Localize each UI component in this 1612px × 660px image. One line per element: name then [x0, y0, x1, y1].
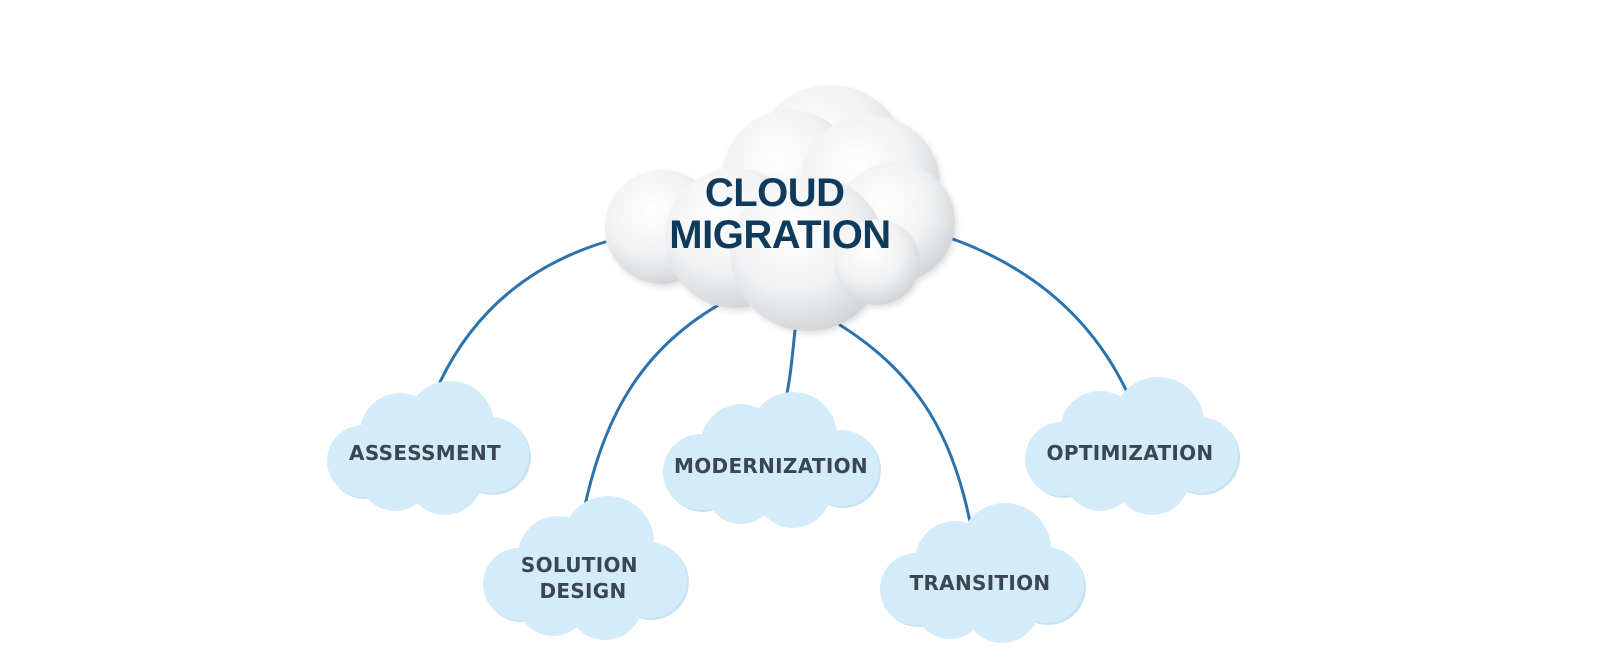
center-title-line-2: MIGRATION — [669, 213, 890, 257]
center-title: CLOUD MIGRATION — [669, 171, 890, 257]
cloud-puff — [834, 219, 920, 305]
node-cloud-shape — [327, 381, 531, 515]
node-label: MODERNIZATION — [674, 454, 868, 478]
node-cloud-shape — [663, 392, 881, 528]
center-cloud — [605, 85, 955, 331]
connectors — [438, 236, 1129, 534]
connector-assessment — [438, 240, 607, 384]
node-cloud-shape — [1025, 377, 1240, 515]
connector-transition — [838, 323, 974, 534]
connector-optimization — [948, 236, 1129, 394]
node-solution-design: SOLUTION DESIGN — [483, 496, 689, 640]
node-optimization: OPTIMIZATION — [1025, 377, 1240, 515]
center-title-line-1: CLOUD — [705, 171, 845, 215]
node-label: SOLUTION DESIGN — [521, 553, 645, 603]
node-transition: TRANSITION — [880, 503, 1086, 643]
connector-modernization — [784, 328, 797, 400]
node-modernization: MODERNIZATION — [663, 392, 881, 528]
node-cloud-shape — [880, 503, 1086, 643]
node-cloud-shape — [483, 496, 689, 640]
node-label: TRANSITION — [910, 571, 1051, 595]
connector-solution-design — [578, 295, 735, 532]
node-assessment: ASSESSMENT — [327, 381, 531, 515]
node-label: OPTIMIZATION — [1047, 441, 1214, 465]
node-label: ASSESSMENT — [349, 441, 501, 465]
